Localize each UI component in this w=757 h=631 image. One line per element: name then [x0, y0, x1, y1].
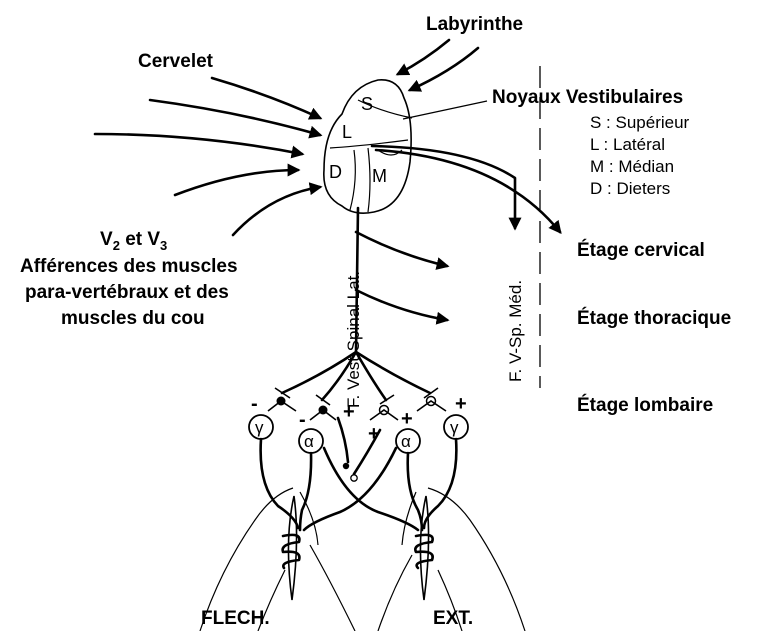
legend-lateral: L : Latéral [590, 135, 665, 154]
ext-label: EXT. [433, 608, 473, 629]
legend-dieters: D : Dieters [590, 179, 670, 198]
etage-lombaire-label: Étage lombaire [577, 394, 713, 416]
nucleus-l: L [342, 122, 352, 142]
etage-cervical-label: Étage cervical [577, 239, 705, 261]
legend-superieur: S : Supérieur [590, 113, 690, 132]
svg-text:-: - [251, 393, 258, 415]
lateral-tract [356, 208, 447, 352]
labyrinthe-label: Labyrinthe [426, 14, 523, 35]
afferences-line-1: Afférences des muscles [20, 256, 238, 277]
svg-text:α: α [304, 432, 314, 451]
labyrinthe-arrows [398, 40, 478, 90]
etage-thoracique-label: Étage thoracique [577, 307, 731, 329]
svg-text:γ: γ [255, 418, 264, 437]
svg-text:+: + [455, 393, 467, 415]
legend-median: M : Médian [590, 157, 674, 176]
cervelet-label: Cervelet [138, 51, 214, 72]
nucleus-d: D [329, 162, 342, 182]
flech-label: FLECH. [201, 608, 270, 629]
svg-text:+: + [343, 401, 355, 423]
afferences-line-2: para-vertébraux et des [25, 282, 229, 303]
gamma-motoneuron-right: γ [444, 415, 468, 439]
cervelet-arrows [95, 78, 320, 154]
medial-tract-arrows [372, 146, 560, 232]
svg-text:α: α [401, 432, 411, 451]
svg-text:+: + [368, 423, 380, 445]
svg-text:γ: γ [450, 418, 459, 437]
noyaux-vestibulaires-label: Noyaux Vestibulaires [492, 87, 683, 108]
alpha-motoneuron-right: α [396, 429, 420, 453]
nucleus-m: M [372, 166, 387, 186]
gamma-motoneuron-left: γ [249, 415, 273, 439]
v2-v3-label: V2 et V3 [100, 229, 167, 253]
noyaux-pointer-line [403, 101, 487, 119]
afferences-arrows [175, 170, 320, 235]
svg-text:+: + [401, 408, 413, 430]
svg-text:-: - [299, 409, 306, 431]
alpha-motoneuron-left: α [299, 429, 323, 453]
medial-tract-label: F. V-Sp. Méd. [506, 280, 525, 382]
nucleus-s: S [361, 94, 373, 114]
afferences-line-3: muscles du cou [61, 308, 205, 329]
